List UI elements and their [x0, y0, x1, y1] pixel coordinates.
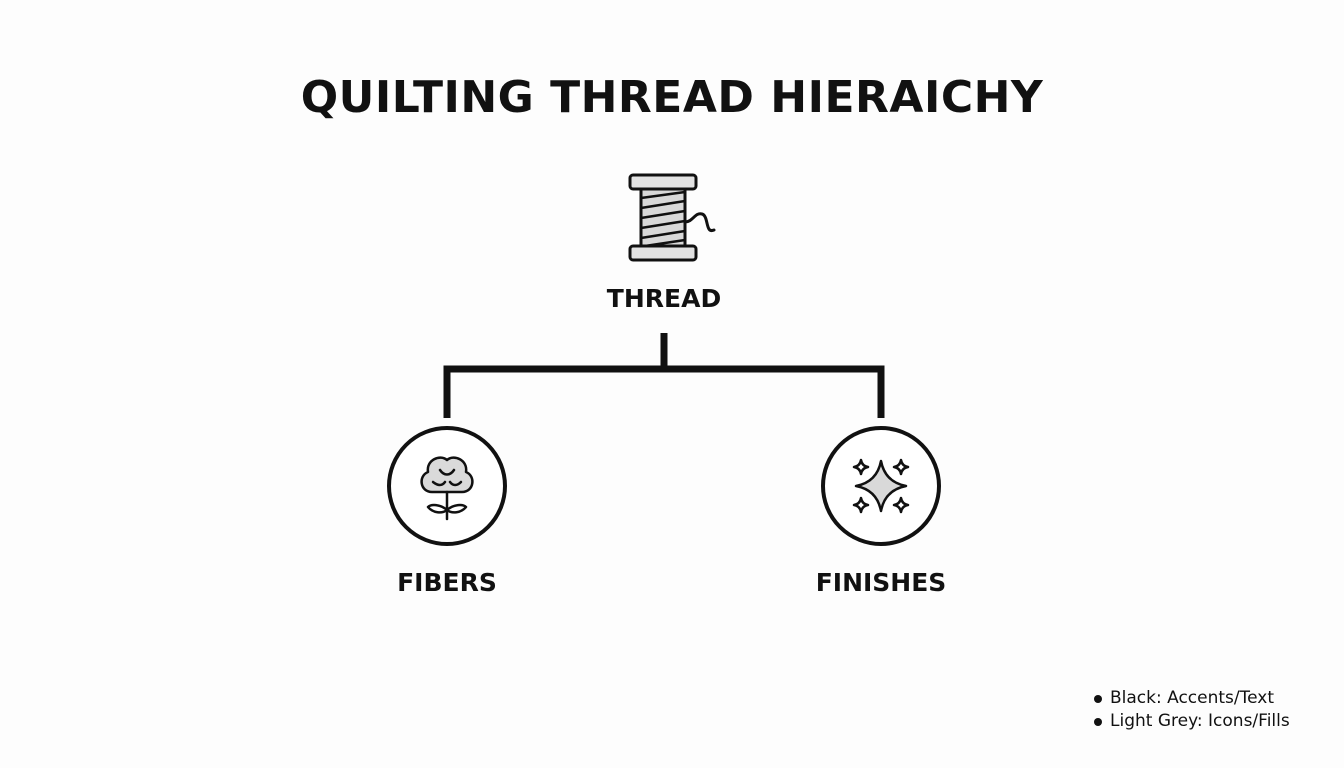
fibers-label: FIBERS [397, 568, 497, 597]
bullet-icon [1094, 717, 1102, 726]
legend-text: Black: Accents/Text [1110, 688, 1275, 708]
legend-item: Light Grey: Icons/Fills [1094, 710, 1290, 733]
cotton-flower-icon [420, 456, 474, 521]
legend-item: Black: Accents/Text [1094, 687, 1290, 710]
sparkle-icon [852, 458, 910, 514]
legend: Black: Accents/Text Light Grey: Icons/Fi… [1094, 687, 1290, 733]
finishes-node [821, 426, 941, 546]
legend-text: Light Grey: Icons/Fills [1110, 711, 1290, 731]
tree-connectors [443, 333, 885, 418]
root-label: THREAD [606, 284, 722, 313]
spool-icon [628, 173, 716, 262]
bullet-icon [1094, 694, 1102, 703]
diagram-title: QUILTING THREAD HIERAICHY [300, 72, 1044, 123]
finishes-label: FINISHES [815, 568, 947, 597]
fibers-node [387, 426, 507, 546]
